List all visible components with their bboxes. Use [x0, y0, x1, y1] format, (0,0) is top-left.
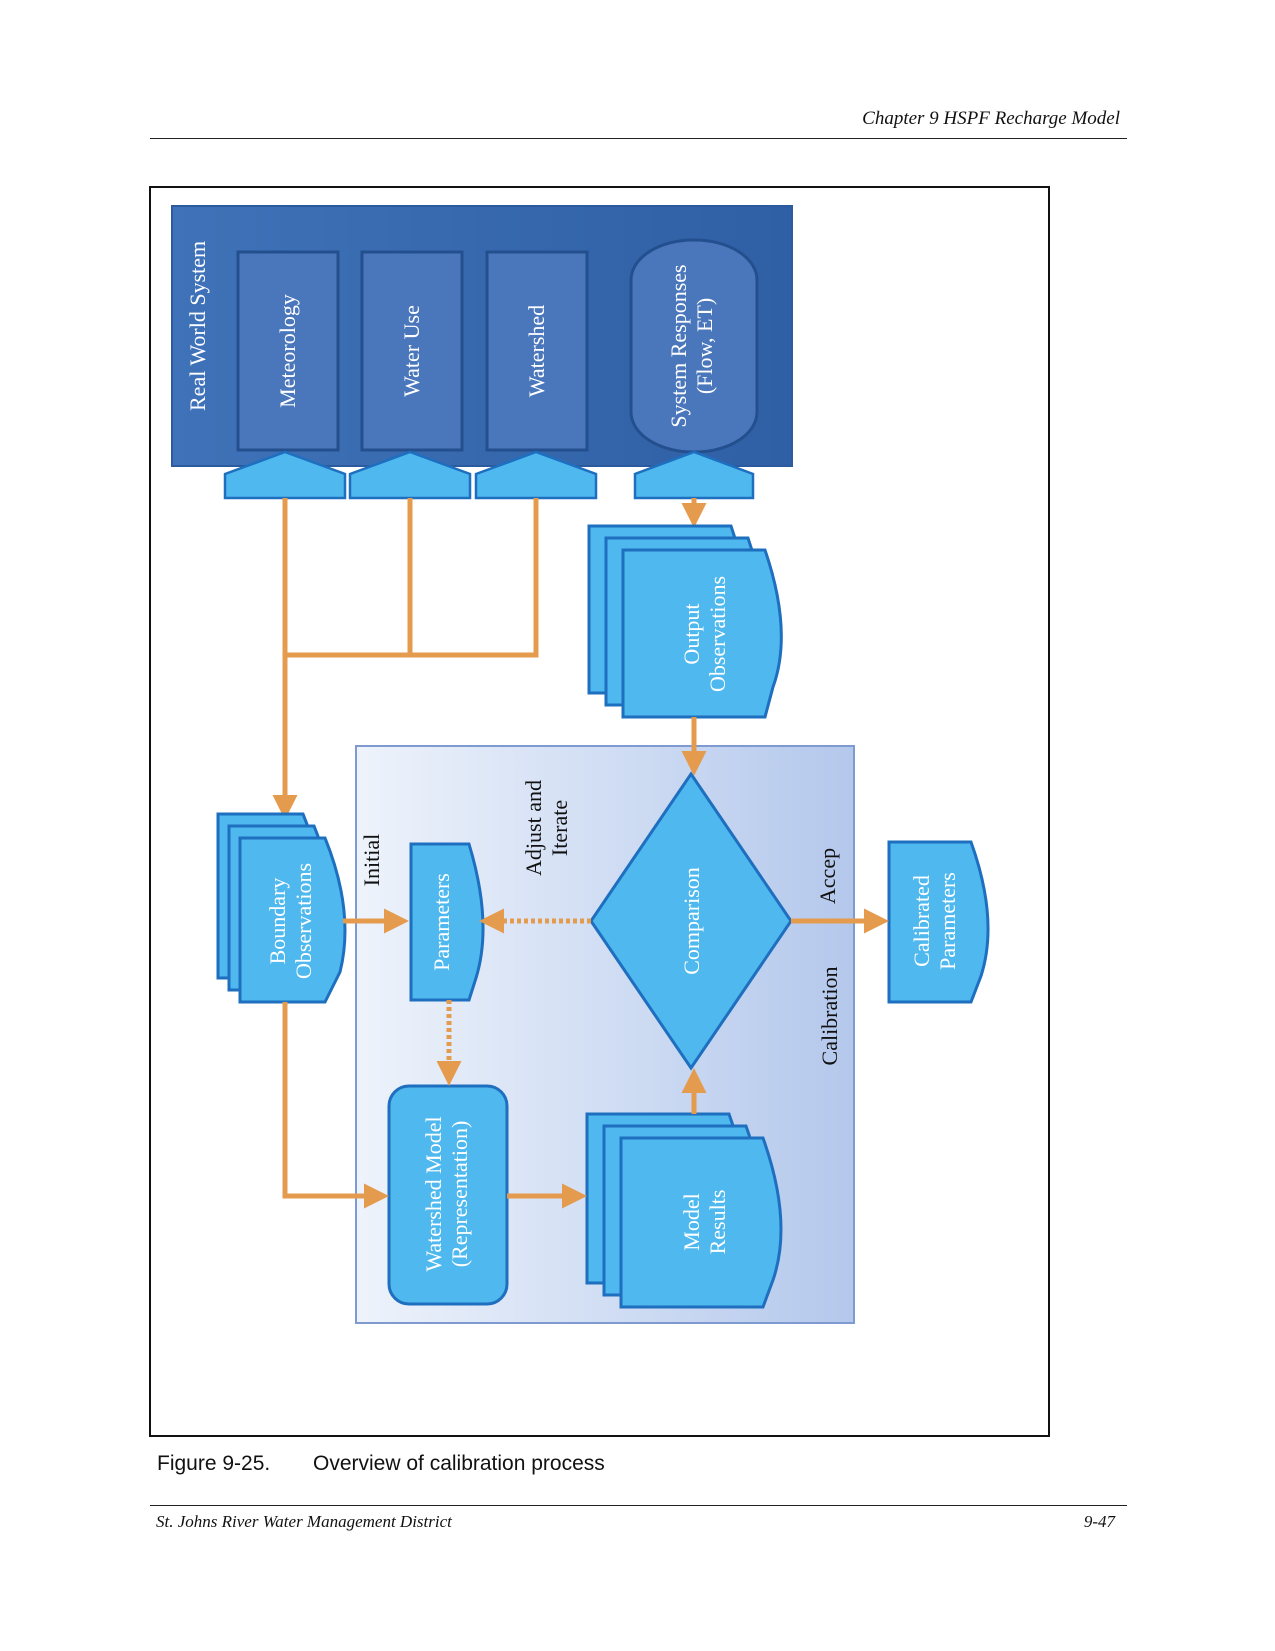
page-number: 9-47 [1083, 1512, 1115, 1531]
meteorology-label: Meteorology [275, 294, 300, 408]
watershed-box [485, 250, 589, 452]
system-responses-label-1: System Responses [666, 264, 691, 427]
system-responses-label-2: (Flow, ET) [692, 298, 717, 394]
accep-label: Accep [815, 848, 840, 904]
figure-frame: Real World System Meteorology Water Use … [149, 186, 1050, 1437]
model-results-label-2: Results [705, 1190, 730, 1255]
model-results-label-1: Model [679, 1193, 704, 1250]
footer-rule [150, 1505, 1127, 1506]
output-observations-front [621, 548, 783, 719]
calibration-label: Calibration [817, 967, 842, 1066]
watershed-label: Watershed [524, 305, 549, 397]
calibration-diagram: Real World System Meteorology Water Use … [171, 205, 990, 1324]
comparison-label: Comparison [679, 867, 704, 975]
boundary-observations-label-1: Boundary [265, 878, 290, 965]
chapter-title: Chapter 9 HSPF Recharge Model [862, 108, 1120, 129]
system-responses-connector [633, 450, 755, 500]
watershed-line [410, 498, 539, 658]
calibrated-parameters-label-1: Calibrated [909, 875, 934, 967]
figure-caption: Figure 9-25. Overview of calibration proc… [157, 1452, 605, 1476]
figure-number: Figure 9-25. [157, 1452, 271, 1475]
boundary-to-model-arrow [282, 1002, 389, 1209]
output-observations-label-2: Observations [705, 576, 730, 692]
boundary-observations-label-2: Observations [291, 863, 316, 979]
watershed-model-label-2: (Representation) [447, 1121, 472, 1268]
output-observations-label-1: Output [679, 603, 704, 664]
water-use-line [285, 498, 413, 658]
meteorology-box [236, 250, 340, 452]
real-world-system-label: Real World System [185, 241, 210, 411]
adjust-iterate-label-2: Iterate [547, 800, 572, 856]
meteorology-connector [223, 450, 347, 500]
figure-caption-text: Overview of calibration process [313, 1452, 605, 1475]
watershed-connector [474, 450, 598, 500]
water-use-box [360, 250, 464, 452]
model-results-front [619, 1136, 783, 1309]
water-use-connector [348, 450, 472, 500]
watershed-model-label-1: Watershed Model [421, 1116, 446, 1271]
adjust-iterate-label-1: Adjust and [521, 780, 546, 876]
initial-label: Initial [359, 834, 384, 887]
calibrated-parameters-label-2: Parameters [935, 872, 960, 970]
water-use-label: Water Use [399, 305, 424, 397]
parameters-label: Parameters [429, 873, 454, 971]
footer-organization: St. Johns River Water Management Distric… [156, 1512, 452, 1531]
header-rule [150, 138, 1127, 139]
calibrated-parameters-shape [887, 840, 990, 1004]
